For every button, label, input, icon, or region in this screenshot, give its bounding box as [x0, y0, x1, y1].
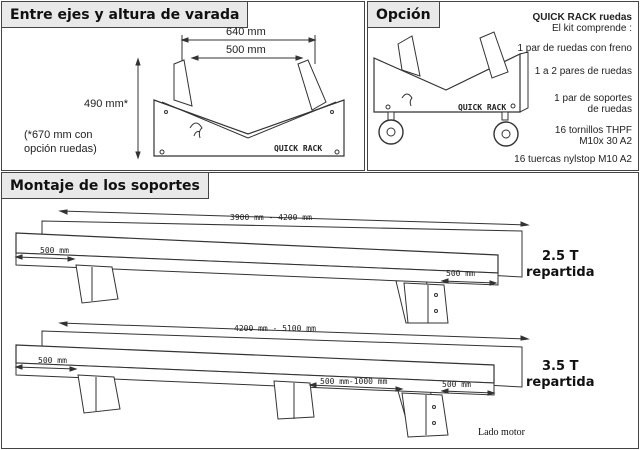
- section-title-assembly: Montaje de los soportes: [2, 173, 209, 199]
- top-length-label: 3900 mm - 4200 mm: [230, 213, 312, 222]
- section-title-option: Opción: [368, 2, 440, 28]
- kit-item: 1 a 2 pares de ruedas: [534, 66, 632, 77]
- bottom-offset-right-label: 500 mm: [442, 380, 471, 389]
- panel-option: Opción QUICK RACK QUICK RACK ruedas El k…: [367, 1, 639, 171]
- dim-inner-width: 500 mm: [226, 44, 266, 56]
- bottom-length-label: 4200 mm - 5100 mm: [234, 324, 316, 333]
- panel-dimensions: Entre ejes y altura de varada: [1, 1, 365, 171]
- quick-rack-logo-option: QUICK RACK: [458, 103, 507, 112]
- dim-outer-width: 640 mm: [226, 26, 266, 38]
- quick-rack-logo: QUICK RACK: [274, 144, 323, 153]
- section-title-dimensions: Entre ejes y altura de varada: [2, 2, 249, 28]
- rack-with-wheels-drawing: [373, 31, 529, 147]
- assembly-drawing: [14, 209, 530, 438]
- bottom-load-label: 3.5 T repartida: [526, 359, 595, 390]
- kit-title: QUICK RACK ruedas: [532, 12, 632, 23]
- wheels-note: (*670 mm con opción ruedas): [24, 129, 97, 155]
- rack-drawing: [135, 35, 345, 160]
- top-offset-right-label: 500 mm: [446, 269, 475, 278]
- dim-height: 490 mm*: [84, 98, 129, 110]
- top-load-label: 2.5 T repartida: [526, 249, 595, 280]
- top-offset-left-label: 500 mm: [40, 246, 69, 255]
- kit-item: 16 tornillos THPF M10x 30 A2: [554, 125, 632, 147]
- panel-assembly: Montaje de los soportes: [1, 172, 639, 449]
- bottom-offset-middle-label: 500 mm-1000 mm: [320, 377, 388, 386]
- kit-subtitle: El kit comprende :: [551, 23, 632, 34]
- kit-item: 1 par de soportes de ruedas: [554, 93, 632, 115]
- bottom-offset-left-label: 500 mm: [38, 356, 67, 365]
- kit-item: 16 tuercas nylstop M10 A2: [514, 154, 632, 165]
- kit-item: 1 par de ruedas con freno: [517, 43, 632, 54]
- motor-side-label: Lado motor: [478, 427, 525, 438]
